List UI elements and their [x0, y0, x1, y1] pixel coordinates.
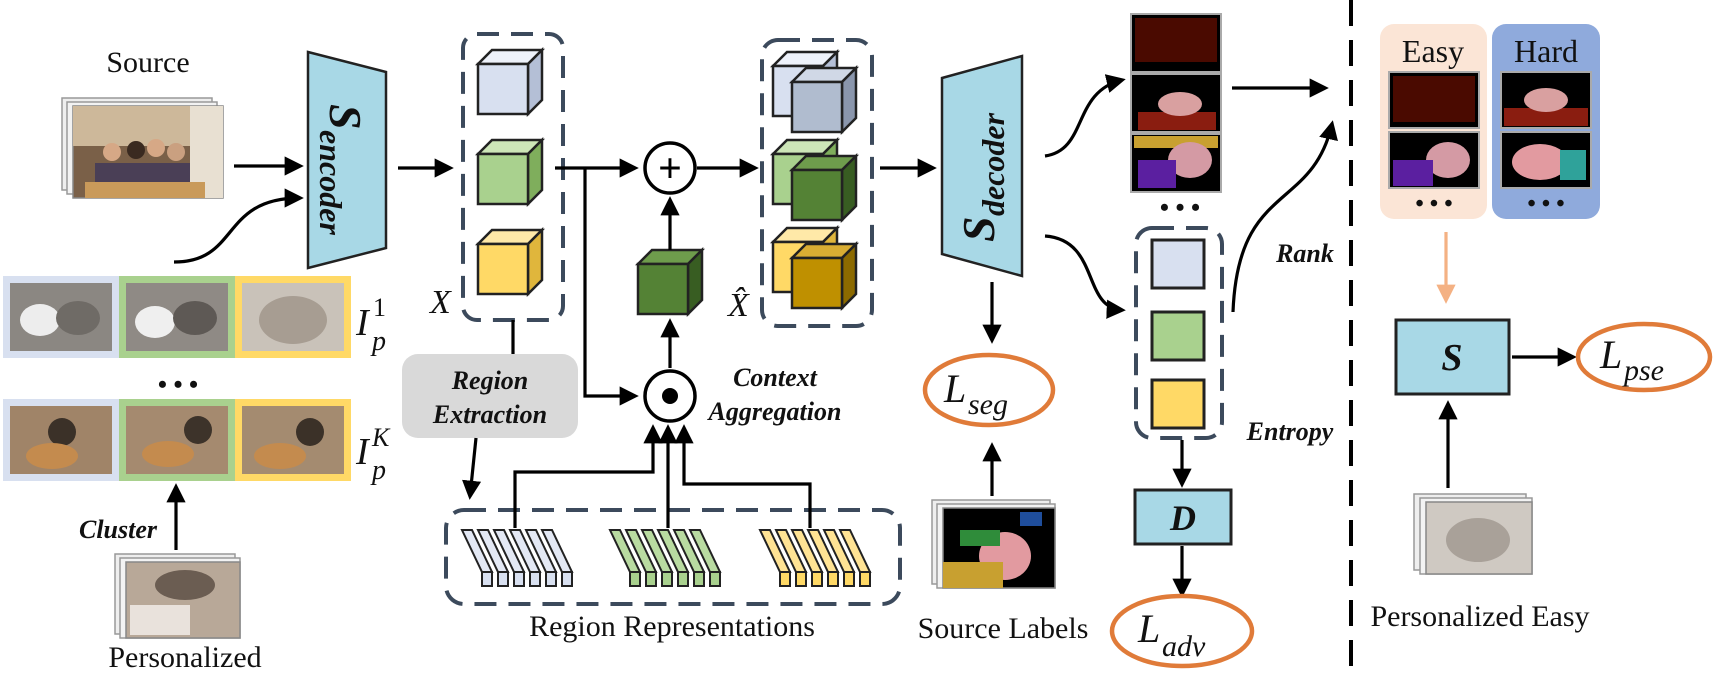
personal-to-encoder-arrow	[173, 188, 304, 264]
personalized-label: Personalized	[108, 641, 261, 674]
cluster-row-1	[3, 276, 351, 358]
source-label: Source	[106, 46, 189, 79]
entropy-box	[1134, 226, 1224, 440]
region-extraction-box	[402, 354, 578, 438]
decoder-block: S decoder	[940, 54, 1024, 278]
entropy-yellow	[1150, 378, 1206, 430]
region-slabs-yellow	[759, 529, 871, 587]
context-aggregation-line1: Context	[733, 363, 818, 392]
ladv-base: L	[1137, 606, 1160, 651]
region-extraction-line2: Extraction	[432, 400, 547, 429]
personalized-easy-stack	[1413, 493, 1533, 575]
output-segmentation-maps	[1130, 13, 1222, 193]
x-to-dot-arrow	[583, 168, 639, 406]
ip1-base: I	[355, 302, 371, 344]
decoder-base: S	[953, 216, 1004, 242]
hard-label: Hard	[1514, 33, 1578, 69]
easy-ellipsis: • • •	[1415, 191, 1452, 217]
decoder-sub: decoder	[975, 112, 1011, 216]
plus-symbol: +	[658, 146, 682, 192]
xhat-blue-cube-front	[790, 66, 858, 134]
extraction-to-regions-arrow	[462, 437, 482, 500]
context-cube	[636, 248, 704, 316]
entropy-label: Entropy	[1246, 417, 1334, 446]
yellow-region-arrow	[674, 424, 812, 528]
region-representations-label: Region Representations	[529, 610, 815, 643]
source-image-stack	[61, 97, 224, 199]
encoder-sub: encoder	[313, 130, 349, 235]
context-aggregation-line2: Aggregation	[707, 397, 842, 426]
lseg-base: L	[943, 366, 966, 411]
cluster-ipk-label: I p K	[355, 423, 391, 486]
lpse-sub: pse	[1622, 354, 1664, 387]
student-model-box	[1394, 318, 1511, 396]
cluster-ip1-label: I p 1	[355, 293, 386, 357]
personalized-image-stack	[114, 553, 241, 639]
decoder-to-maps-arrow	[1044, 74, 1126, 158]
encoder-block: S encoder	[306, 50, 388, 270]
entropy-green	[1150, 310, 1206, 362]
lseg-loss	[922, 352, 1056, 428]
x-blue-cube	[476, 48, 544, 116]
xhat-label: X̂	[726, 287, 750, 324]
source-labels-label: Source Labels	[918, 612, 1089, 645]
ladv-sub: adv	[1162, 630, 1206, 663]
region-extraction-line1: Region	[451, 366, 529, 395]
sum-operator	[643, 141, 697, 195]
cluster-ellipsis: • • •	[158, 370, 198, 399]
xhat-yellow-cube-front	[790, 242, 858, 310]
encoder-base: S	[320, 104, 371, 130]
x-yellow-cube	[476, 228, 544, 296]
lpse-base: L	[1599, 332, 1622, 377]
dot-symbol	[662, 388, 678, 404]
ip1-sup: 1	[373, 293, 386, 322]
rank-arrow	[1231, 120, 1338, 313]
blue-region-arrow	[513, 424, 663, 528]
ipk-sub: p	[370, 455, 386, 486]
ladv-loss	[1109, 593, 1255, 669]
hard-ellipsis: • • •	[1527, 191, 1564, 217]
rank-label: Rank	[1275, 239, 1334, 268]
easy-label: Easy	[1402, 33, 1464, 69]
discriminator-label: D	[1169, 498, 1196, 538]
cluster-label: Cluster	[79, 515, 158, 544]
ipk-base: I	[355, 431, 371, 473]
xhat-feature-box	[760, 38, 874, 328]
student-model-label: S	[1441, 337, 1462, 379]
lpse-loss	[1575, 321, 1713, 393]
region-representations-box	[444, 508, 902, 606]
region-slabs-green	[609, 529, 721, 587]
cluster-row-k	[3, 399, 351, 481]
x-label: X	[428, 284, 452, 321]
lseg-sub: seg	[968, 388, 1008, 421]
region-slabs-blue	[461, 529, 573, 587]
maps-ellipsis: • • •	[1160, 193, 1200, 222]
discriminator-box	[1133, 488, 1233, 546]
entropy-blue	[1150, 238, 1206, 290]
decoder-to-entropy-arrow	[1044, 234, 1126, 319]
personalized-easy-label: Personalized Easy	[1370, 600, 1589, 633]
x-green-cube	[476, 138, 544, 206]
xhat-green-cube-front	[790, 154, 858, 222]
source-labels-stack	[931, 499, 1056, 589]
ip1-sub: p	[370, 326, 386, 357]
ipk-sup: K	[371, 423, 391, 452]
